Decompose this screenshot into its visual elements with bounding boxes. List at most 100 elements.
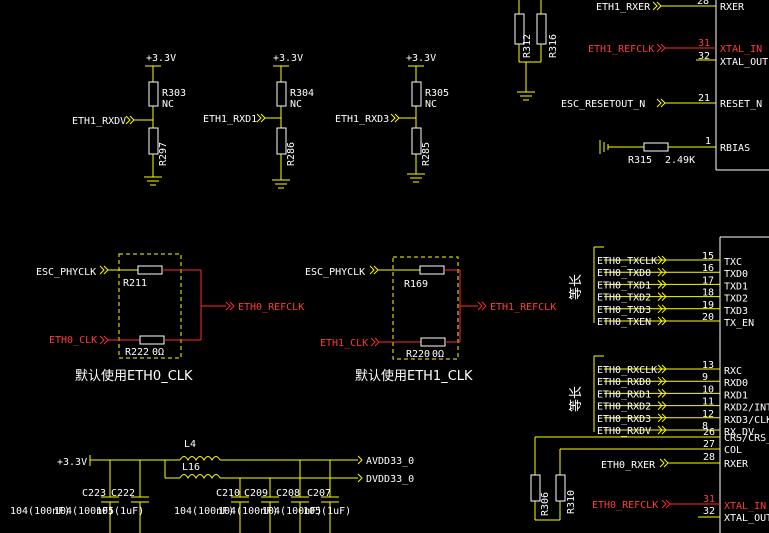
pin-label: TXC: [724, 257, 742, 268]
resistor-r286: [276, 127, 287, 155]
clock-select-eth1: ESC_PHYCLK R169 ETH1_CLK R220 0Ω ETH1_RE…: [305, 256, 556, 384]
length-match-note: 等长: [568, 274, 584, 300]
pin-number: 21: [698, 93, 710, 104]
default-note: 默认使用ETH1_CLK: [355, 368, 473, 384]
resistor-ref: R211: [123, 278, 147, 289]
capacitor-value: 104(100nF): [218, 506, 278, 517]
capacitor-ref: C210: [216, 488, 240, 499]
pin-label: TXD3: [724, 306, 748, 317]
net-label: ETH0_RXER: [601, 460, 656, 471]
net-label: ETH0_REFCLK: [238, 302, 304, 313]
pin-number: 9: [702, 372, 708, 383]
pin-number: 17: [702, 275, 714, 286]
resistor-ref: R315: [628, 155, 652, 166]
pin-label: RXC: [724, 366, 742, 377]
resistor-ref: R306: [540, 492, 551, 516]
capacitor-ref: C209: [244, 488, 268, 499]
net-label: ETH1_RXER: [596, 2, 651, 13]
pin-number: 31: [703, 494, 715, 505]
pin-label: TXD0: [724, 269, 748, 280]
net-label: ETH1_REFCLK: [588, 44, 654, 55]
signal-arrow: [657, 413, 667, 423]
signal-arrow: [657, 376, 667, 386]
dnp-box: [118, 253, 182, 359]
capacitor-c208: [291, 460, 309, 533]
default-note: 默认使用ETH0_CLK: [75, 368, 193, 384]
net-label: ETH0_RXCLK: [597, 365, 657, 376]
capacitor-ref: C222: [111, 488, 135, 499]
resistor-ref: R310: [566, 490, 577, 514]
pin-number: 16: [702, 263, 714, 274]
pin-number: 19: [702, 300, 714, 311]
pin-number: 28: [697, 0, 709, 7]
dnp-box: [392, 256, 459, 360]
pin-label: RX_DV: [724, 427, 754, 438]
net-label: ESC_PHYCLK: [305, 267, 365, 278]
resistor-r285: [411, 127, 422, 155]
length-match-note: 等长: [568, 386, 584, 412]
signal-arrow: [657, 364, 667, 374]
capacitor-value: 104(100nF): [10, 506, 70, 517]
pull-group-1: +3.3V R303 NC ETH1_RXDV R297: [72, 53, 186, 186]
resistor-value: NC: [162, 99, 174, 110]
resistor-r303: [148, 81, 159, 107]
net-label: ETH0_TXD1: [597, 280, 651, 291]
net-label: ETH1_CLK: [320, 338, 368, 349]
capacitor-value: 104(100nF): [262, 506, 322, 517]
net-label: ESC_PHYCLK: [36, 267, 96, 278]
pin-number: 26: [703, 427, 715, 438]
capacitor-c209: [261, 478, 279, 533]
net-label: DVDD33_0: [366, 474, 414, 485]
power-filter: +3.3V L4 L16 AVDD33_0 DVDD33_0 C223 C222…: [10, 439, 414, 533]
pin-label: RESET_N: [720, 99, 762, 110]
net-label: ETH0_TXD2: [597, 293, 651, 304]
inductor-l4: [179, 456, 221, 462]
resistor-ref: R305: [425, 88, 449, 99]
capacitor-ref: C223: [82, 488, 106, 499]
net-label: ETH1_RXD1: [203, 114, 257, 125]
resistor-ref: R222: [125, 347, 149, 358]
resistor-r306: [530, 474, 541, 502]
signal-arrow: [657, 292, 667, 301]
resistor-value: 0Ω: [152, 347, 164, 358]
net-label: ETH0_TXD0: [597, 268, 651, 279]
net-label: ETH1_REFCLK: [490, 302, 556, 313]
signal-arrow: [657, 401, 667, 410]
signal-arrow: [657, 316, 667, 326]
pull-group-3: +3.3V R305 NC ETH1_RXD3 R285: [335, 53, 449, 183]
resistor-value: 0Ω: [432, 349, 444, 360]
net-label: ETH1_RXD3: [335, 114, 389, 125]
net-label: ETH0_RXDV: [597, 426, 651, 437]
signal-arrow: [657, 425, 667, 435]
signal-arrow: [657, 267, 667, 277]
capacitor-value: 104(100nF): [54, 506, 114, 517]
pin-number: 1: [705, 136, 711, 147]
pin-label: RBIAS: [720, 143, 750, 154]
pin-number: 32: [703, 506, 715, 517]
resistor-value: 2.49K: [665, 155, 695, 166]
capacitor-c223: [101, 460, 119, 533]
resistor-ref: R286: [286, 142, 297, 166]
capacitor-value: 105(1uF): [303, 506, 351, 517]
pin-label: XTAL_OUT: [720, 57, 768, 68]
inductor-ref: L4: [184, 439, 196, 450]
pin-label: TX_EN: [724, 318, 754, 329]
pin-label: RXD2/INT: [724, 403, 769, 414]
pin-label: RXD0: [724, 378, 748, 389]
capacitor-ref: C207: [307, 488, 331, 499]
net-label: ETH0_TXCLK: [597, 256, 657, 267]
net-label: AVDD33_0: [366, 456, 414, 467]
rail-label: +3.3V: [406, 53, 436, 64]
pin-label: RXD3/CLK: [724, 415, 769, 426]
signal-arrow: [657, 304, 667, 314]
net-label: ETH0_TXEN: [597, 317, 651, 328]
resistor-ref: R312: [522, 34, 533, 58]
pin-label: RXER: [720, 2, 745, 13]
capacitor-value: 104(100nF): [174, 506, 234, 517]
resistor-ref: R297: [158, 142, 169, 166]
signal-arrow: [657, 280, 667, 289]
signal-arrow: [657, 389, 667, 398]
